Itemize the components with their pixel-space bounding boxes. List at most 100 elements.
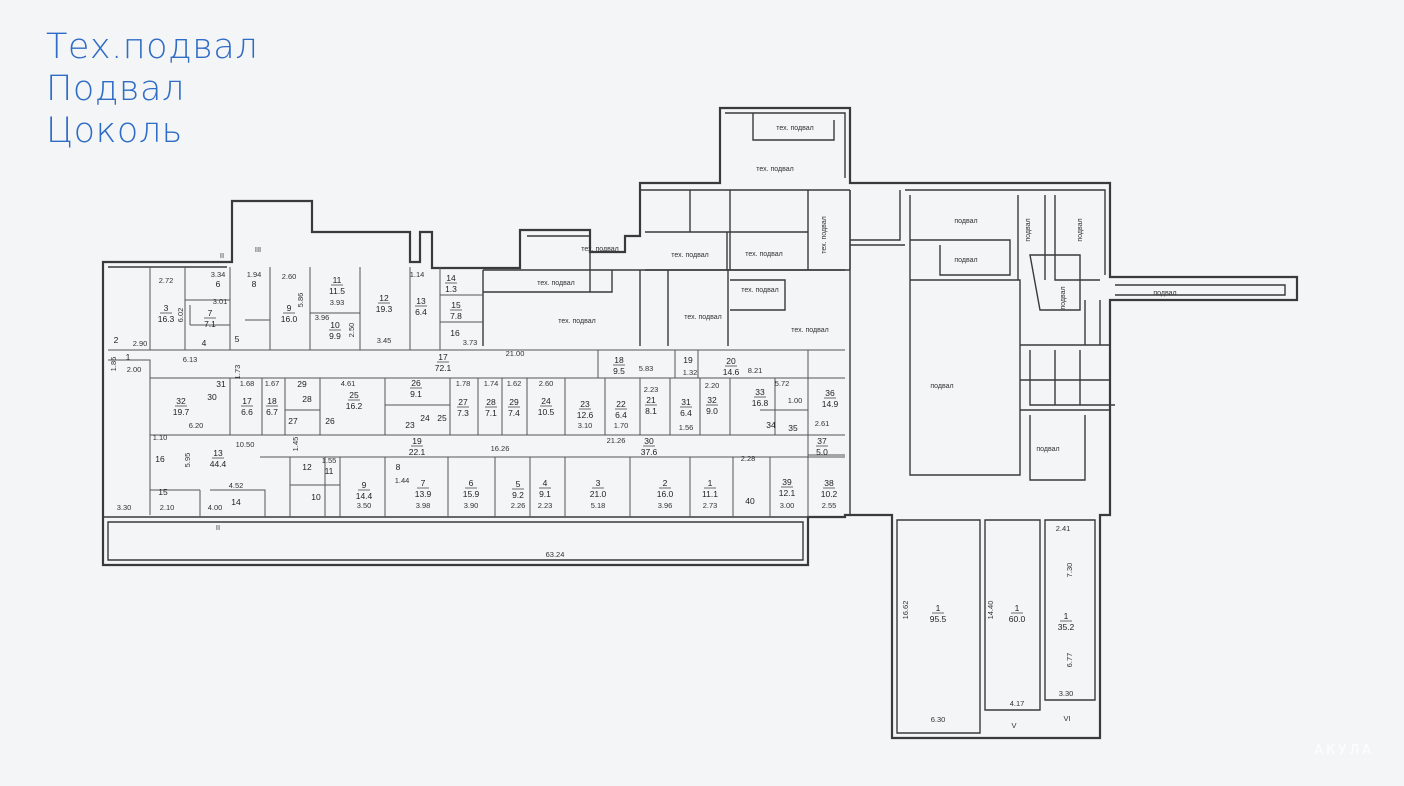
room-label: 216.0 bbox=[657, 478, 674, 499]
room-number: 4 bbox=[543, 478, 548, 488]
dimension-label: 4.17 bbox=[1010, 699, 1025, 708]
room-area: 15.9 bbox=[463, 489, 480, 499]
dimension-label: 63.24 bbox=[546, 550, 565, 559]
room-number-label: 27 bbox=[288, 416, 298, 426]
page-title: Тех.подвал Подвал Цоколь bbox=[46, 26, 258, 152]
axis-mark: II bbox=[220, 251, 224, 260]
room-area: 12.6 bbox=[577, 410, 594, 420]
room-label: 186.7 bbox=[266, 396, 278, 417]
dimension-label: 1.78 bbox=[456, 379, 471, 388]
room-number: 17 bbox=[438, 352, 448, 362]
dimension-label: 2.28 bbox=[741, 454, 756, 463]
room-number-label: 16 bbox=[450, 328, 460, 338]
room-label: 136.4 bbox=[415, 296, 427, 317]
zone-label: подвал bbox=[954, 257, 977, 264]
room-area: 6.7 bbox=[266, 407, 278, 417]
dimension-label: 1.10 bbox=[153, 433, 168, 442]
room-number: 33 bbox=[755, 387, 765, 397]
room-number: 11 bbox=[333, 275, 342, 285]
room-area: 7.3 bbox=[457, 408, 469, 418]
dimension-label: 3.96 bbox=[315, 313, 330, 322]
dimension-label: 8.21 bbox=[748, 366, 763, 375]
dimension-label: 6.77 bbox=[1065, 653, 1074, 668]
title-line-plinth: Цоколь bbox=[46, 111, 183, 151]
room-number: 18 bbox=[267, 396, 277, 406]
room-label: 195.5 bbox=[930, 603, 947, 624]
dimension-label: 2.41 bbox=[1056, 524, 1071, 533]
dimension-label: 5.83 bbox=[639, 364, 654, 373]
room-area: 44.4 bbox=[210, 459, 227, 469]
room-number-label: 8 bbox=[396, 462, 401, 472]
zone-label: тех. подвал bbox=[684, 314, 722, 321]
dimension-label: 2.23 bbox=[538, 501, 553, 510]
room-area: 5.0 bbox=[816, 447, 828, 457]
room-label: 141.3 bbox=[445, 273, 457, 294]
room-number-label: 29 bbox=[297, 379, 307, 389]
room-number: 21 bbox=[646, 395, 656, 405]
room-area: 6.4 bbox=[615, 410, 627, 420]
room-number: 7 bbox=[208, 308, 213, 318]
dimension-label: 5.95 bbox=[183, 453, 192, 468]
room-number-label: 8 bbox=[252, 279, 257, 289]
dimension-label: 1.62 bbox=[507, 379, 522, 388]
room-area: 16.3 bbox=[158, 314, 175, 324]
dimension-label: 1.74 bbox=[484, 379, 499, 388]
room-label: 287.1 bbox=[485, 397, 497, 418]
dimension-label: 1.44 bbox=[395, 476, 410, 485]
dimension-label: 5.18 bbox=[591, 501, 606, 510]
room-label: 914.4 bbox=[356, 480, 373, 501]
zone-label: подвал bbox=[1077, 218, 1084, 241]
room-area: 6.4 bbox=[415, 307, 427, 317]
zone-label: тех. подвал bbox=[558, 318, 596, 325]
room-number: 38 bbox=[824, 478, 834, 488]
room-number-label: 34 bbox=[766, 420, 776, 430]
room-number: 13 bbox=[213, 448, 223, 458]
room-number-label: 1 bbox=[126, 352, 131, 362]
room-area: 11.1 bbox=[702, 489, 718, 499]
title-line-tech-basement: Тех.подвал bbox=[46, 27, 259, 67]
dimension-label: 2.00 bbox=[127, 365, 142, 374]
zone-label: подвал bbox=[930, 383, 953, 390]
room-area: 16.0 bbox=[281, 314, 298, 324]
dimension-label: 3.73 bbox=[463, 338, 478, 347]
dimension-label: 2.73 bbox=[703, 501, 718, 510]
room-area: 72.1 bbox=[435, 363, 452, 373]
dimension-label: 1.67 bbox=[265, 379, 280, 388]
room-number-label: 5 bbox=[235, 334, 240, 344]
room-number: 10 bbox=[330, 320, 340, 330]
zone-label: подвал bbox=[1153, 290, 1176, 297]
dimension-label: 1.73 bbox=[233, 365, 242, 380]
room-number: 18 bbox=[614, 355, 624, 365]
room-number: 3 bbox=[596, 478, 601, 488]
dimension-label: 3.98 bbox=[416, 501, 431, 510]
axis-mark: II bbox=[216, 523, 220, 532]
room-area: 9.9 bbox=[329, 331, 341, 341]
dimension-label: 2.26 bbox=[511, 501, 526, 510]
room-number: 31 bbox=[681, 397, 691, 407]
room-number-label: 6 bbox=[216, 279, 221, 289]
room-number: 32 bbox=[176, 396, 186, 406]
dimension-label: 3.01 bbox=[213, 297, 228, 306]
room-area: 7.8 bbox=[450, 311, 462, 321]
room-number-label: 35 bbox=[788, 423, 798, 433]
room-label: 226.4 bbox=[615, 399, 627, 420]
dimension-label: 6.20 bbox=[189, 421, 204, 430]
room-area: 9.0 bbox=[706, 406, 718, 416]
outer-walls bbox=[101, 106, 1299, 740]
dimension-label: 3.45 bbox=[377, 336, 392, 345]
zone-label: подвал bbox=[1036, 446, 1059, 453]
dimension-label: 10.50 bbox=[236, 440, 255, 449]
room-area: 11.5 bbox=[329, 286, 345, 296]
interior-walls bbox=[108, 267, 845, 517]
room-label: 713.9 bbox=[415, 478, 432, 499]
room-number-label: 30 bbox=[207, 392, 217, 402]
dimension-label: 2.61 bbox=[815, 419, 830, 428]
dimension-label: 16.26 bbox=[491, 444, 510, 453]
